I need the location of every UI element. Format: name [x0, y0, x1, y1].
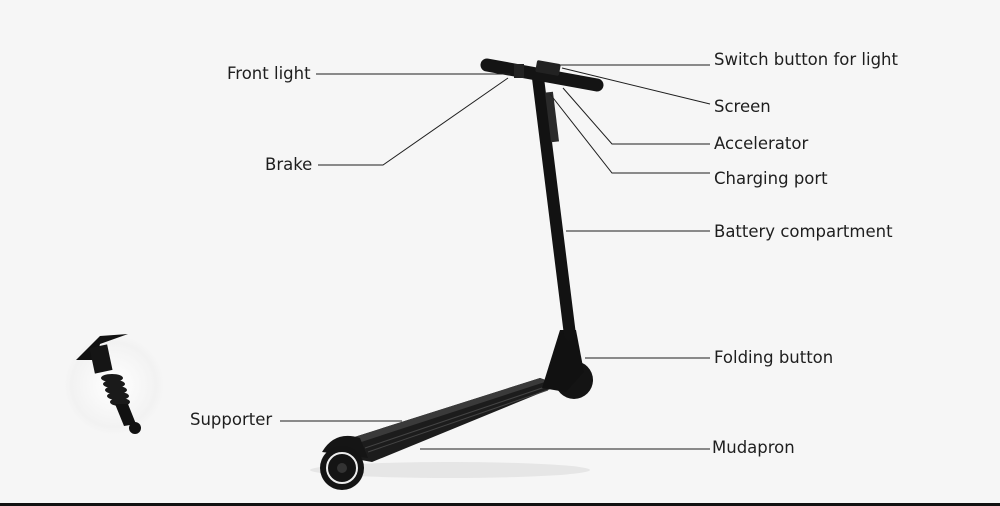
label-supporter: Supporter	[190, 410, 273, 429]
label-battery-compartment: Battery compartment	[714, 222, 893, 241]
leader-charging-port	[549, 93, 710, 174]
bottom-divider	[0, 503, 1000, 506]
label-front-light: Front light	[227, 64, 311, 83]
leader-brake	[318, 77, 509, 166]
label-mudapron: Mudapron	[712, 438, 795, 457]
leader-screen	[561, 67, 711, 105]
leader-accelerator	[562, 87, 710, 145]
label-brake: Brake	[265, 155, 313, 174]
label-folding-button: Folding button	[714, 348, 834, 367]
label-switch-button: Switch button for light	[714, 50, 898, 69]
supporter-inset-image	[64, 334, 164, 435]
label-screen: Screen	[714, 97, 771, 116]
scooter-image	[310, 58, 604, 490]
label-charging-port: Charging port	[714, 169, 828, 188]
label-accelerator: Accelerator	[714, 134, 809, 153]
